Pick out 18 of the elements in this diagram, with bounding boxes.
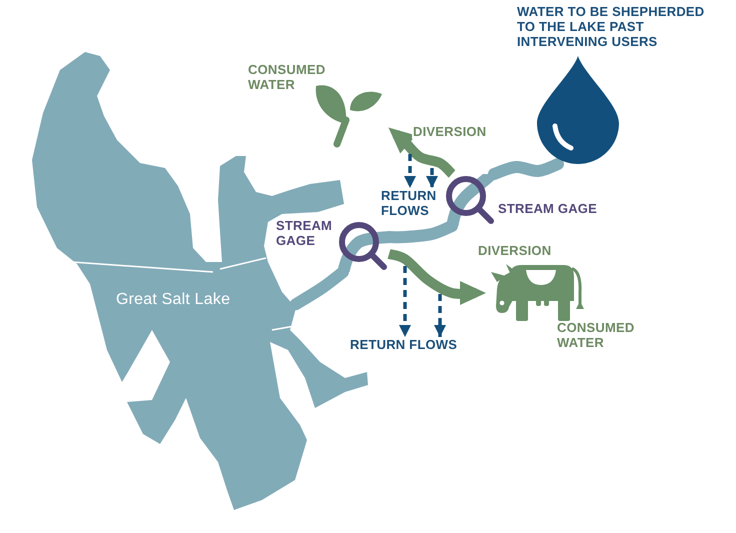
dashed-arrow xyxy=(399,266,411,337)
callout-label: CONSUMED WATER xyxy=(557,320,636,350)
callout-label: STREAM GAGE xyxy=(498,201,598,216)
callout-label: STREAM GAGE xyxy=(276,218,334,248)
dashed-arrow xyxy=(404,154,416,188)
edge-label: DIVERSION xyxy=(412,124,488,139)
edge-label: DIVERSION xyxy=(477,243,552,258)
callout-label: CONSUMED WATER xyxy=(248,62,326,92)
callout-label: RETURN FLOWS xyxy=(381,188,438,218)
arrow xyxy=(388,249,486,306)
river-line xyxy=(290,266,349,310)
lake-name: Great Salt Lake xyxy=(116,290,232,309)
river-line xyxy=(488,158,564,180)
callout-label: RETURN FLOWS xyxy=(350,337,458,352)
dashed-arrow xyxy=(434,294,446,337)
dashed-arrow xyxy=(426,168,438,188)
arrow xyxy=(388,127,456,178)
callout-label: WATER TO BE SHEPHERDED TO THE LAKE PAST INTERVENING USERS xyxy=(517,4,706,49)
